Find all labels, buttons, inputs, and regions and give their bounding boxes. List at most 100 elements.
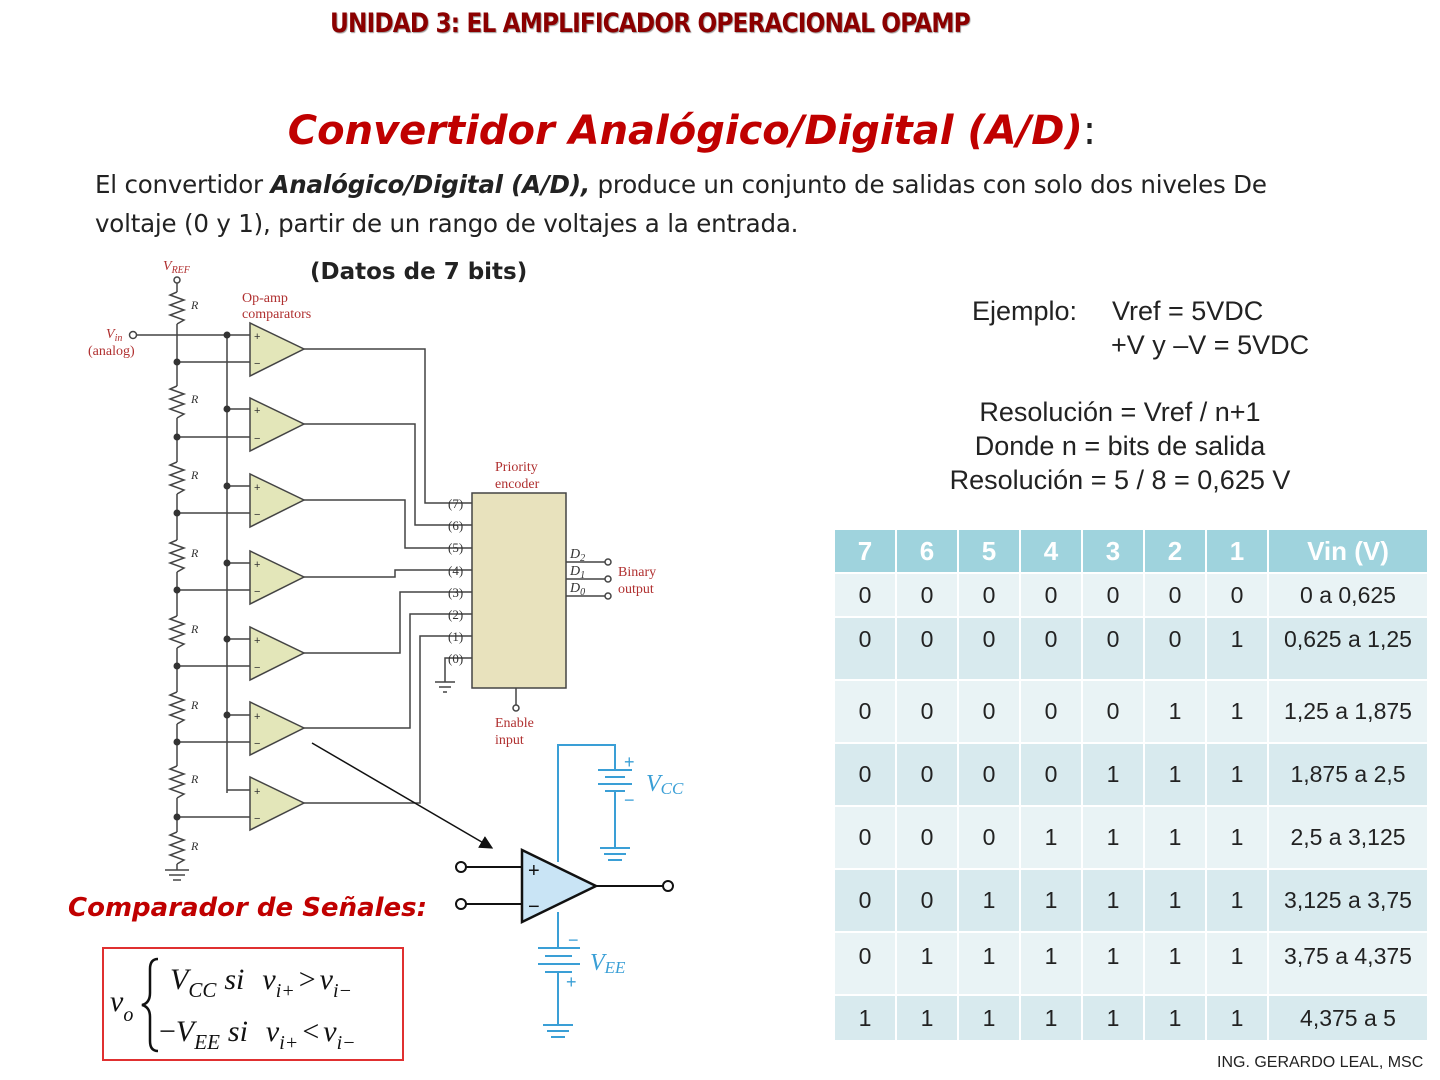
slide-title-colon: :: [1082, 108, 1097, 154]
table-cell: 0: [1083, 574, 1143, 616]
table-cell: 0: [959, 618, 1019, 679]
table-header-cell: 2: [1145, 530, 1205, 572]
table-cell: 0: [1021, 618, 1081, 679]
table-cell: 0: [959, 574, 1019, 616]
encoder-wiring: [304, 348, 472, 804]
example-line-1: Vref = 5VDC: [1112, 296, 1264, 326]
opamp-minus: −: [528, 896, 540, 918]
table-cell: 0: [1145, 574, 1205, 616]
table-cell: 0: [897, 870, 957, 931]
table-cell: 1: [835, 996, 895, 1040]
svg-text:+: +: [254, 786, 260, 798]
comparator-detail: + − + − − + VCC VEE: [455, 744, 684, 1038]
encoder-input-4: (4): [448, 563, 463, 578]
table-header-cell: 4: [1021, 530, 1081, 572]
intro-paragraph: El convertidor Analógico/Digital (A/D), …: [95, 165, 1355, 243]
table-cell: 1: [1207, 807, 1267, 868]
enable-label-2: input: [495, 733, 524, 748]
zoom-arrow: [311, 742, 494, 849]
svg-text:−: −: [254, 586, 260, 598]
vee-label: VEE: [590, 950, 626, 977]
table-cell: 0: [835, 807, 895, 868]
resistor-label: R: [190, 839, 199, 853]
vcc-minus: −: [624, 790, 635, 810]
table-cell: 1: [1021, 933, 1081, 994]
table-cell: 0: [959, 681, 1019, 742]
encoder-input-2: (2): [448, 607, 463, 622]
table-cell: 0: [897, 681, 957, 742]
table-cell: 1: [959, 996, 1019, 1040]
binary-label-1: Binary: [618, 565, 656, 580]
encoder-input-0: (0): [448, 651, 463, 666]
table-cell: 1: [1083, 870, 1143, 931]
resolution-line-2: Donde n = bits de salida: [974, 431, 1266, 461]
table-cell: 1: [959, 870, 1019, 931]
output-d0: D0: [569, 581, 585, 598]
opamp-label-2: comparators: [242, 307, 311, 322]
vee-plus: +: [566, 972, 577, 992]
svg-text:−: −: [254, 509, 260, 521]
resistor-label: R: [190, 298, 199, 312]
resistor-label: R: [190, 772, 199, 786]
resistor-ladder: [165, 291, 189, 881]
table-cell: 1: [1207, 618, 1267, 679]
formula-brace: [141, 957, 159, 1053]
vref-label: VREF: [163, 259, 191, 276]
table-cell: 0: [835, 681, 895, 742]
table-cell: 0: [1021, 681, 1081, 742]
table-cell: 1: [1207, 933, 1267, 994]
encoder-label-2: encoder: [495, 477, 540, 492]
encoder-input-6: (6): [448, 518, 463, 533]
table-cell: 1: [1145, 744, 1205, 805]
table-cell: 0: [835, 574, 895, 616]
vee-minus: −: [568, 930, 579, 950]
table-cell: 2,5 a 3,125: [1269, 807, 1427, 868]
table-header-cell: 5: [959, 530, 1019, 572]
resistor-label: R: [190, 546, 199, 560]
example-line-2: +V y –V = 5VDC: [1111, 330, 1310, 360]
resolution-line-3: Resolución = 5 / 8 = 0,625 V: [949, 465, 1291, 495]
table-cell: 1,875 a 2,5: [1269, 744, 1427, 805]
opamp-comparators: [249, 321, 306, 832]
table-cell: 1: [1021, 996, 1081, 1040]
encoder-input-3: (3): [448, 585, 463, 600]
opamp-symbol: [520, 848, 599, 924]
table-header-cell: Vin (V): [1269, 530, 1427, 572]
slide-title: Convertidor Analógico/Digital (A/D):: [0, 108, 1384, 154]
table-cell: 1: [1207, 681, 1267, 742]
table-cell: 0: [835, 744, 895, 805]
svg-text:−: −: [254, 813, 260, 825]
enable-label-1: Enable: [495, 716, 534, 731]
svg-text:+: +: [254, 482, 260, 494]
opamp-plus: +: [528, 860, 540, 882]
table-cell: 0: [1083, 618, 1143, 679]
table-cell: 0: [1207, 574, 1267, 616]
table-cell: 1: [1207, 996, 1267, 1040]
svg-text:−: −: [254, 738, 260, 750]
svg-text:+: +: [254, 559, 260, 571]
table-header-cell: 3: [1083, 530, 1143, 572]
table-cell: 0: [1021, 574, 1081, 616]
table-cell: 0: [897, 807, 957, 868]
table-cell: 1,25 a 1,875: [1269, 681, 1427, 742]
table-header-row: 7 6 5 4 3 2 1 Vin (V): [835, 530, 1427, 572]
comparator-wiring: [177, 334, 250, 818]
svg-text:+: +: [254, 405, 260, 417]
example-label: Ejemplo:: [972, 296, 1078, 326]
table-cell: 1: [1145, 807, 1205, 868]
table-cell: 0: [897, 744, 957, 805]
table-cell: 0: [897, 618, 957, 679]
adc-circuit-diagram: +− +− +− +− +− +− +− VREF Op-amp compara…: [88, 259, 684, 1038]
encoder-input-5: (5): [448, 540, 463, 555]
table-cell: 1: [1083, 933, 1143, 994]
